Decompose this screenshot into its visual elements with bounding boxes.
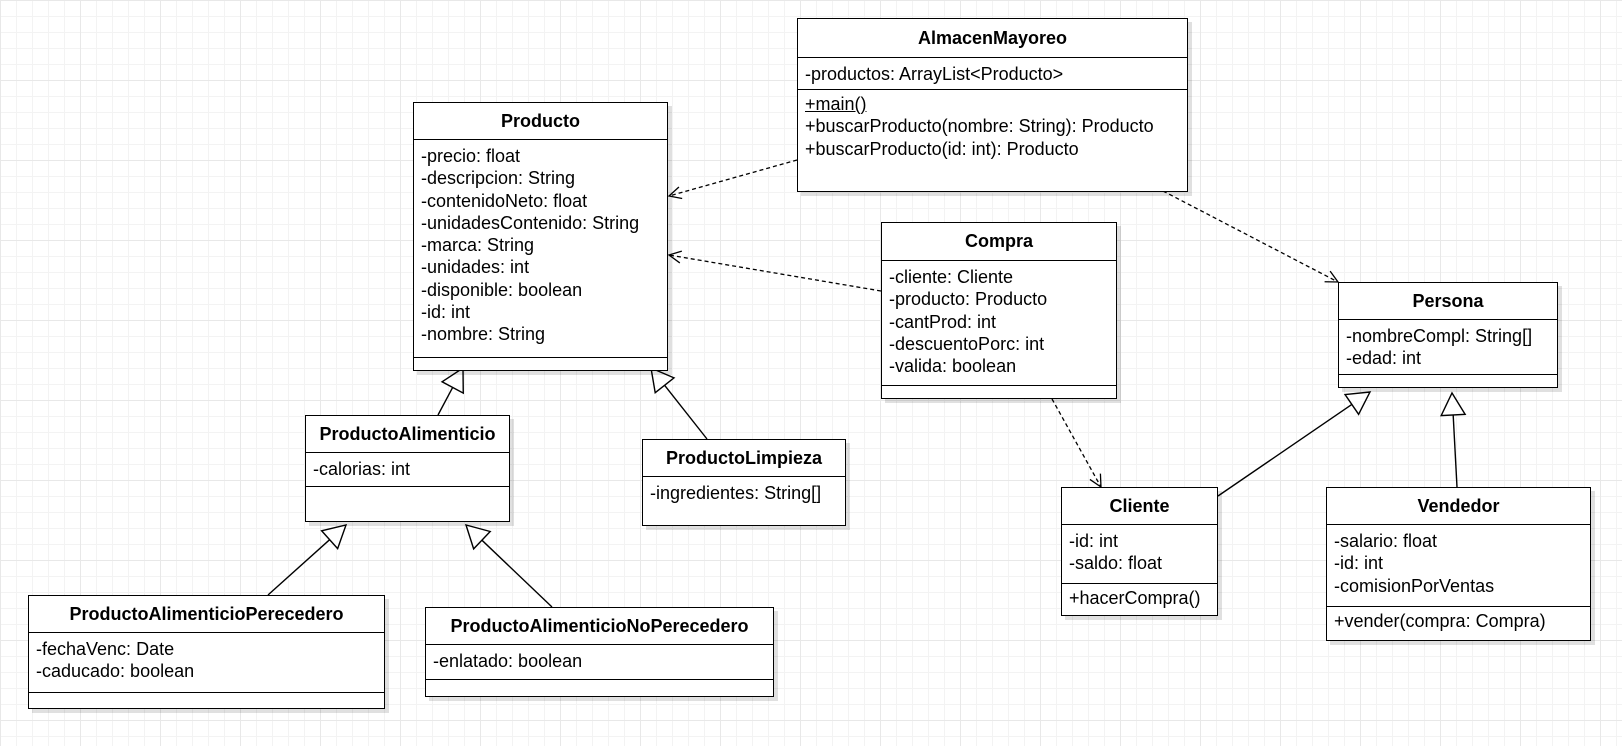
attribute: -producto: Producto (889, 289, 1048, 310)
attributes-compartment: -fechaVenc: Date-caducado: boolean (29, 633, 384, 693)
attribute: -descripcion: String (421, 168, 576, 189)
class-perecedero[interactable]: ProductoAlimenticioPerecedero-fechaVenc:… (28, 595, 385, 709)
dependency-compra-to-cliente[interactable] (1051, 398, 1102, 489)
operation: +buscarProducto(nombre: String): Product… (805, 116, 1154, 137)
class-almacen[interactable]: AlmacenMayoreo -productos: ArrayList<Prod… (797, 18, 1188, 192)
attribute: -nombreCompl: String[] (1346, 326, 1533, 346)
class-alimenticio[interactable]: ProductoAlimenticio -calorias: int (305, 415, 510, 522)
operation: +buscarProducto(id: int): Producto (805, 138, 1079, 159)
attribute: -enlatado: boolean (433, 651, 583, 671)
class-cliente[interactable]: Cliente-id: int-saldo: float+hacerCompra… (1061, 487, 1218, 616)
attribute: -unidadesContenido: String (421, 212, 640, 233)
class-name: ProductoAlimenticio (306, 416, 509, 453)
attribute: -unidades: int (421, 257, 530, 278)
attribute: -nombre: String (421, 324, 546, 345)
dependency-almacen-to-persona[interactable] (1162, 190, 1340, 283)
class-name: AlmacenMayoreo (798, 19, 1187, 58)
generalization-cliente-to-persona[interactable] (1217, 391, 1372, 497)
class-compra[interactable]: Compra-cliente: Cliente-producto: Produc… (881, 222, 1117, 399)
class-vendedor[interactable]: Vendedor-salario: float-id: int-comision… (1326, 487, 1591, 641)
dependency-compra-to-producto[interactable] (667, 250, 882, 292)
operations-compartment: +vender(compra: Compra) (1327, 607, 1590, 642)
attribute: -calorias: int (313, 459, 411, 479)
generalization-limpieza-to-producto[interactable] (650, 366, 708, 440)
attribute: -marca: String (421, 235, 535, 256)
attribute: -caducado: boolean (36, 661, 195, 682)
operations-compartment: +main()+buscarProducto(nombre: String): … (798, 90, 1187, 193)
attributes-compartment: -precio: float-descripcion: String-conte… (414, 140, 667, 358)
attributes-compartment: -productos: ArrayList<Producto> (798, 58, 1187, 90)
attribute: -precio: float (421, 146, 521, 166)
attribute: -saldo: float (1069, 553, 1163, 574)
class-producto[interactable]: Producto-precio: float-descripcion: Stri… (413, 102, 668, 371)
operations-compartment (1339, 375, 1557, 389)
class-noperecedero[interactable]: ProductoAlimenticioNoPerecedero -enlatado… (425, 607, 774, 697)
operations-compartment (414, 358, 667, 372)
operations-compartment (29, 693, 384, 710)
generalization-alimenticio-to-producto[interactable] (437, 366, 464, 416)
attribute: -ingredientes: String[] (650, 483, 822, 503)
class-name: Compra (882, 223, 1116, 261)
attribute: -id: int (1069, 531, 1119, 551)
attribute: -id: int (1334, 553, 1384, 574)
attributes-compartment: -nombreCompl: String[]-edad: int (1339, 320, 1557, 375)
class-name: Cliente (1062, 488, 1217, 525)
attribute: -salario: float (1334, 531, 1438, 551)
attribute: -id: int (421, 302, 471, 323)
attribute: -disponible: boolean (421, 279, 583, 300)
class-name: ProductoLimpieza (643, 440, 845, 477)
attribute: -fechaVenc: Date (36, 639, 175, 659)
class-name: Persona (1339, 283, 1557, 320)
attribute: -cliente: Cliente (889, 267, 1014, 287)
operation: +main() (805, 94, 867, 114)
class-persona[interactable]: Persona-nombreCompl: String[]-edad: int (1338, 282, 1558, 388)
generalization-perecedero-to-alimenticio[interactable] (267, 524, 348, 596)
attributes-compartment: -enlatado: boolean (426, 645, 773, 680)
class-name: ProductoAlimenticioPerecedero (29, 596, 384, 633)
attributes-compartment: -salario: float-id: int-comisionPorVenta… (1327, 525, 1590, 607)
class-name: Vendedor (1327, 488, 1590, 525)
attribute: -productos: ArrayList<Producto> (805, 64, 1064, 84)
operation: +hacerCompra() (1069, 588, 1201, 608)
operations-compartment (426, 680, 773, 698)
operations-compartment: +hacerCompra() (1062, 584, 1217, 617)
attributes-compartment: -ingredientes: String[] (643, 477, 845, 513)
generalization-vendedor-to-persona[interactable] (1440, 391, 1467, 488)
operations-compartment (882, 386, 1116, 400)
class-limpieza[interactable]: ProductoLimpieza -ingredientes: String[] (642, 439, 846, 526)
attribute: -comisionPorVentas (1334, 575, 1495, 596)
attribute: -cantProd: int (889, 311, 997, 332)
attributes-compartment: -calorias: int (306, 453, 509, 487)
attributes-compartment: -id: int-saldo: float (1062, 525, 1217, 584)
class-name: ProductoAlimenticioNoPerecedero (426, 608, 773, 645)
attribute: -edad: int (1346, 348, 1422, 369)
attribute: -descuentoPorc: int (889, 333, 1045, 354)
attributes-compartment: -cliente: Cliente-producto: Producto-can… (882, 261, 1116, 386)
attribute: -valida: boolean (889, 356, 1017, 377)
operations-compartment (306, 487, 509, 523)
attribute: -contenidoNeto: float (421, 190, 588, 211)
generalization-noperecedero-to-alimenticio[interactable] (464, 523, 553, 608)
class-name: Producto (414, 103, 667, 140)
operation: +vender(compra: Compra) (1334, 611, 1546, 631)
dependency-almacen-to-producto[interactable] (667, 159, 798, 200)
